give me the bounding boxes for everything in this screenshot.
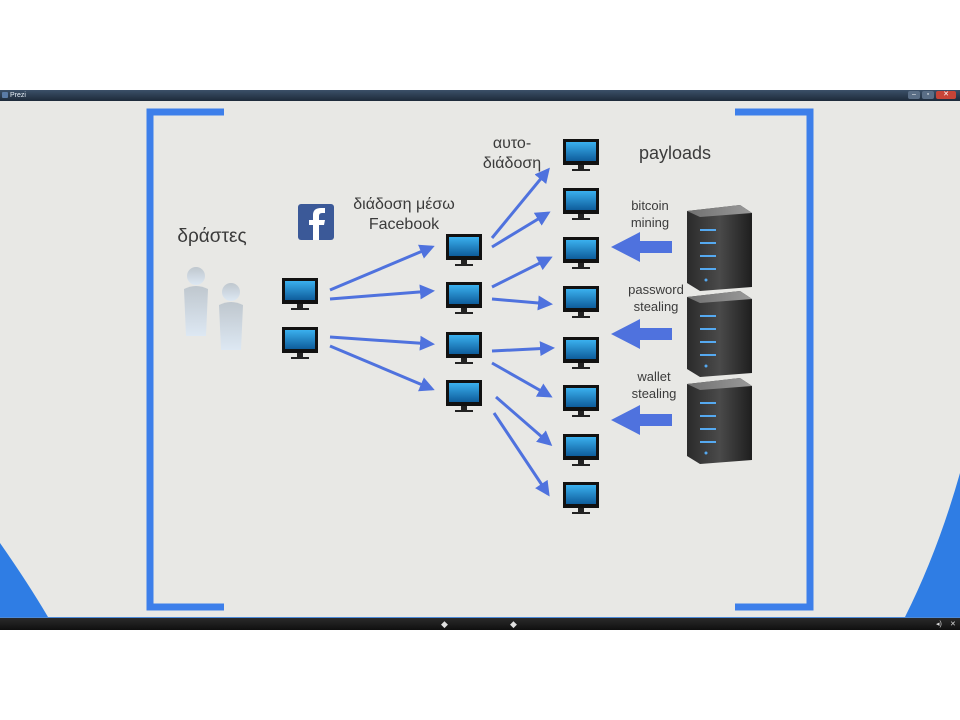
monitor-icon — [446, 332, 482, 364]
prezi-app-icon — [2, 92, 8, 98]
monitor-icon — [563, 434, 599, 466]
bitcoin-mining-line2: mining — [630, 215, 670, 230]
next-step-button[interactable]: ◆ — [510, 619, 517, 629]
volume-icon[interactable]: ◂) — [936, 621, 942, 628]
monitor-icon — [563, 188, 599, 220]
monitor-icon — [563, 482, 599, 514]
maximize-button[interactable]: ▫ — [922, 91, 934, 99]
facebook-icon — [298, 204, 334, 240]
fullscreen-exit-icon[interactable]: ✕ — [950, 621, 956, 628]
wallet-stealing-label: wallet stealing — [614, 368, 694, 402]
presentation-canvas[interactable]: δράστες διάδοση μέσω Facebook αυτο- διάδ… — [0, 101, 960, 617]
left-bracket — [146, 108, 224, 611]
corner-accent-left — [0, 543, 48, 617]
minimize-button[interactable]: – — [908, 91, 920, 99]
monitor-icon — [563, 237, 599, 269]
payload-arrows — [611, 232, 672, 435]
monitor-icon — [282, 278, 318, 310]
right-bracket — [735, 108, 814, 611]
self-spread-label-line2: διάδοση — [482, 155, 542, 172]
facebook-spread-label: διάδοση μέσω Facebook — [336, 195, 472, 235]
wallet-stealing-line2: stealing — [631, 386, 677, 401]
bitcoin-mining-line1: bitcoin — [631, 198, 669, 213]
close-button[interactable]: ✕ — [936, 91, 956, 99]
arrows-stage-2 — [490, 167, 555, 497]
monitor-icon — [563, 139, 599, 171]
monitor-icon — [446, 234, 482, 266]
presentation-controls-bar: ◆ ◆ ◂) ✕ — [0, 617, 960, 630]
previous-step-button[interactable]: ◆ — [441, 619, 448, 629]
diagram-svg — [0, 108, 960, 617]
monitor-icon — [446, 380, 482, 412]
payload-arrow-password — [611, 319, 672, 349]
arrows-stage-1 — [329, 244, 435, 392]
people-icon — [184, 267, 243, 350]
title-bar: Prezi – ▫ ✕ — [0, 90, 960, 101]
monitor-icon — [563, 385, 599, 417]
prezi-window: Prezi – ▫ ✕ — [0, 90, 960, 630]
password-stealing-line1: password — [628, 282, 684, 297]
self-spread-label-line1: αυτο- — [492, 135, 532, 152]
facebook-spread-label-line2: Facebook — [368, 216, 440, 233]
actors-label: δράστες — [177, 226, 247, 247]
monitor-icon — [563, 337, 599, 369]
window-title: Prezi — [10, 92, 26, 99]
bitcoin-mining-label: bitcoin mining — [614, 197, 686, 231]
payloads-label: payloads — [638, 143, 712, 163]
payload-arrow-bitcoin — [611, 232, 672, 262]
payload-arrow-wallet — [611, 405, 672, 435]
monitor-icon — [563, 286, 599, 318]
server-icon — [687, 378, 752, 464]
self-spread-label: αυτο- διάδοση — [470, 134, 554, 174]
password-stealing-label: password stealing — [614, 281, 698, 315]
server-icon — [687, 291, 752, 377]
wallet-stealing-line1: wallet — [637, 369, 671, 384]
password-stealing-line2: stealing — [633, 299, 679, 314]
facebook-spread-label-line1: διάδοση μέσω — [353, 196, 455, 213]
server-icon — [687, 205, 752, 291]
corner-accent-right — [905, 473, 960, 617]
monitor-icon — [282, 327, 318, 359]
monitor-icon — [446, 282, 482, 314]
